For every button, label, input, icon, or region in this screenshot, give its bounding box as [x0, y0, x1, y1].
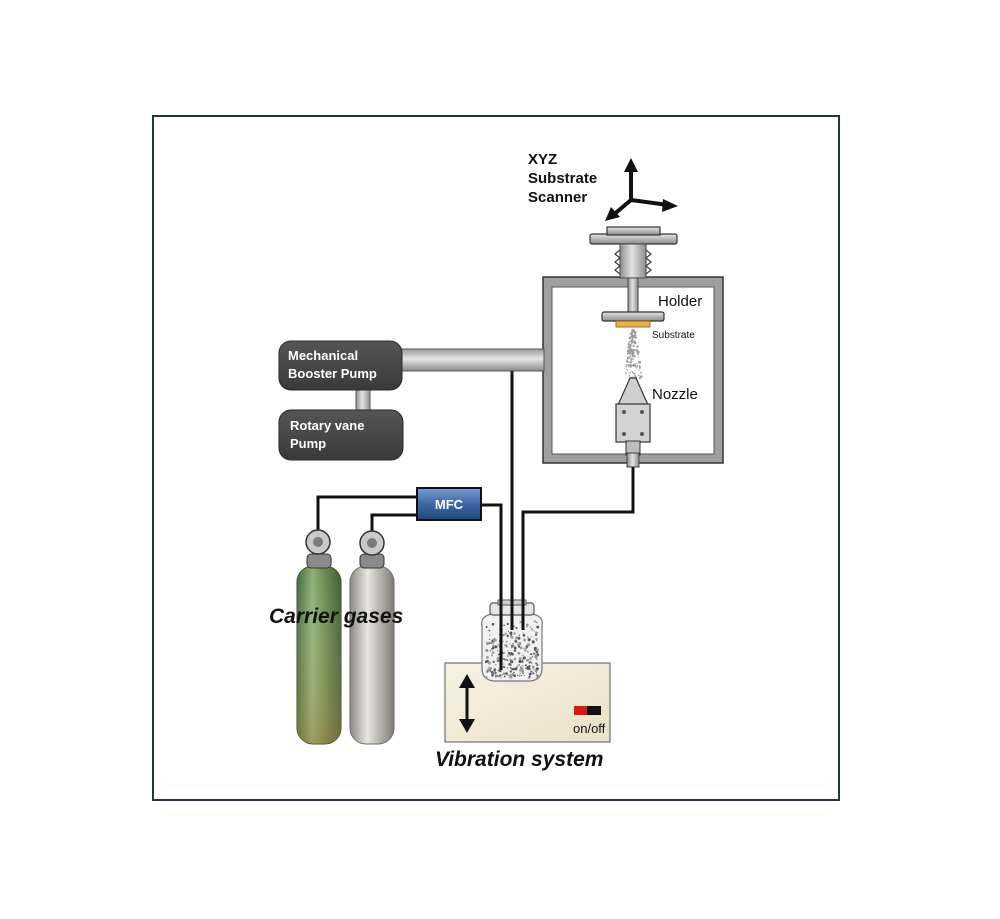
on-off-label: on/off: [573, 721, 606, 736]
mfc-box: MFC: [416, 487, 482, 521]
vertical-double-arrow-icon: [459, 674, 475, 733]
substrate-holder: [601, 311, 665, 328]
nozzle: [615, 377, 651, 456]
rotary-pump-label-line2: Pump: [290, 436, 326, 451]
mechanical-booster-pump: Mechanical Booster Pump: [278, 340, 403, 391]
scanner-label-line1: XYZ: [528, 151, 557, 168]
aerosol-spray: [624, 329, 643, 379]
holder-label: Holder: [658, 293, 702, 310]
nozzle-feedthrough: [626, 452, 640, 468]
rotary-pump-label-line1: Rotary vane: [290, 418, 364, 433]
scanner-label-line3: Scanner: [528, 189, 587, 206]
gas-cylinder-green: [296, 529, 342, 745]
nozzle-label: Nozzle: [652, 386, 698, 403]
scanner-label-line2: Substrate: [528, 170, 597, 187]
mfc-label: MFC: [435, 497, 464, 512]
powder-particles: [484, 620, 540, 679]
on-off-switch: [574, 706, 601, 715]
rotary-vane-pump: Rotary vane Pump: [278, 409, 404, 461]
substrate-label: Substrate: [652, 330, 695, 341]
scanner-flange: [589, 226, 678, 313]
booster-pump-label-line2: Booster Pump: [288, 366, 377, 381]
gas-lines: [316, 371, 635, 610]
vibration-system-label: Vibration system: [435, 748, 603, 771]
booster-pump-label-line1: Mechanical: [288, 348, 358, 363]
carrier-gases-label: Carrier gases: [269, 605, 403, 628]
xyz-axes-icon: [605, 158, 678, 221]
substrate: [615, 320, 651, 328]
jar-tubes: [499, 598, 525, 670]
gas-cylinder-silver: [349, 530, 395, 745]
